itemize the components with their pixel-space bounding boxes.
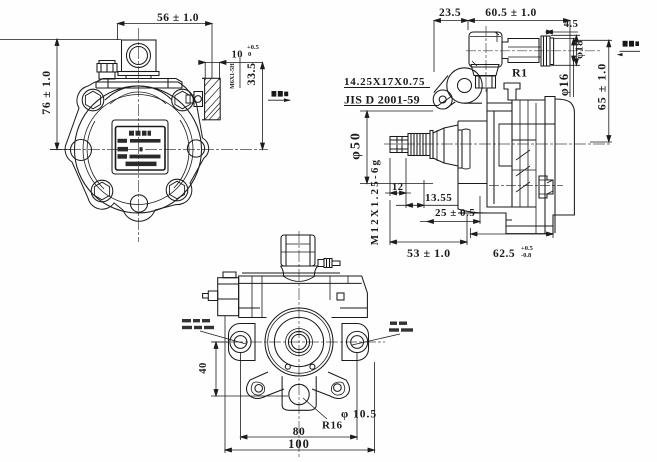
svg-text:80: 80 [293, 426, 306, 438]
svg-text:65 ± 1.0: 65 ± 1.0 [595, 63, 609, 111]
svg-text:14.25X17X0.75: 14.25X17X0.75 [344, 76, 425, 88]
svg-text:25 ± 0.5: 25 ± 0.5 [435, 207, 475, 219]
svg-text:R1: R1 [512, 66, 528, 80]
svg-text:+0.5: +0.5 [521, 245, 534, 252]
svg-text:13.55: 13.55 [425, 192, 452, 204]
svg-text:+0.5: +0.5 [247, 44, 260, 51]
svg-text:φ50: φ50 [349, 131, 364, 160]
svg-text:R16: R16 [322, 420, 342, 432]
svg-text:-0.8: -0.8 [521, 252, 532, 259]
svg-text:0: 0 [248, 51, 251, 58]
svg-text:φ18: φ18 [574, 40, 586, 59]
svg-text:φ16: φ16 [557, 73, 571, 96]
svg-text:φ 10.5: φ 10.5 [341, 409, 377, 421]
svg-text:62.5: 62.5 [493, 248, 515, 260]
svg-text:12: 12 [392, 182, 404, 193]
svg-text:JIS D 2001-59: JIS D 2001-59 [344, 93, 420, 107]
svg-text:4.5: 4.5 [564, 19, 579, 30]
svg-text:56 ± 1.0: 56 ± 1.0 [157, 12, 199, 24]
svg-text:23.5: 23.5 [439, 7, 461, 19]
svg-text:53 ± 1.0: 53 ± 1.0 [407, 246, 451, 260]
svg-text:10: 10 [232, 50, 244, 61]
svg-text:M6X1-5H: M6X1-5H [230, 63, 236, 89]
svg-text:33.5: 33.5 [244, 63, 258, 86]
svg-text:100: 100 [288, 437, 310, 451]
svg-text:M12X1.25-6g: M12X1.25-6g [369, 158, 381, 245]
svg-text:60.5 ± 1.0: 60.5 ± 1.0 [485, 7, 537, 19]
svg-text:76 ± 1.0: 76 ± 1.0 [39, 70, 53, 114]
svg-text:40: 40 [198, 362, 209, 374]
